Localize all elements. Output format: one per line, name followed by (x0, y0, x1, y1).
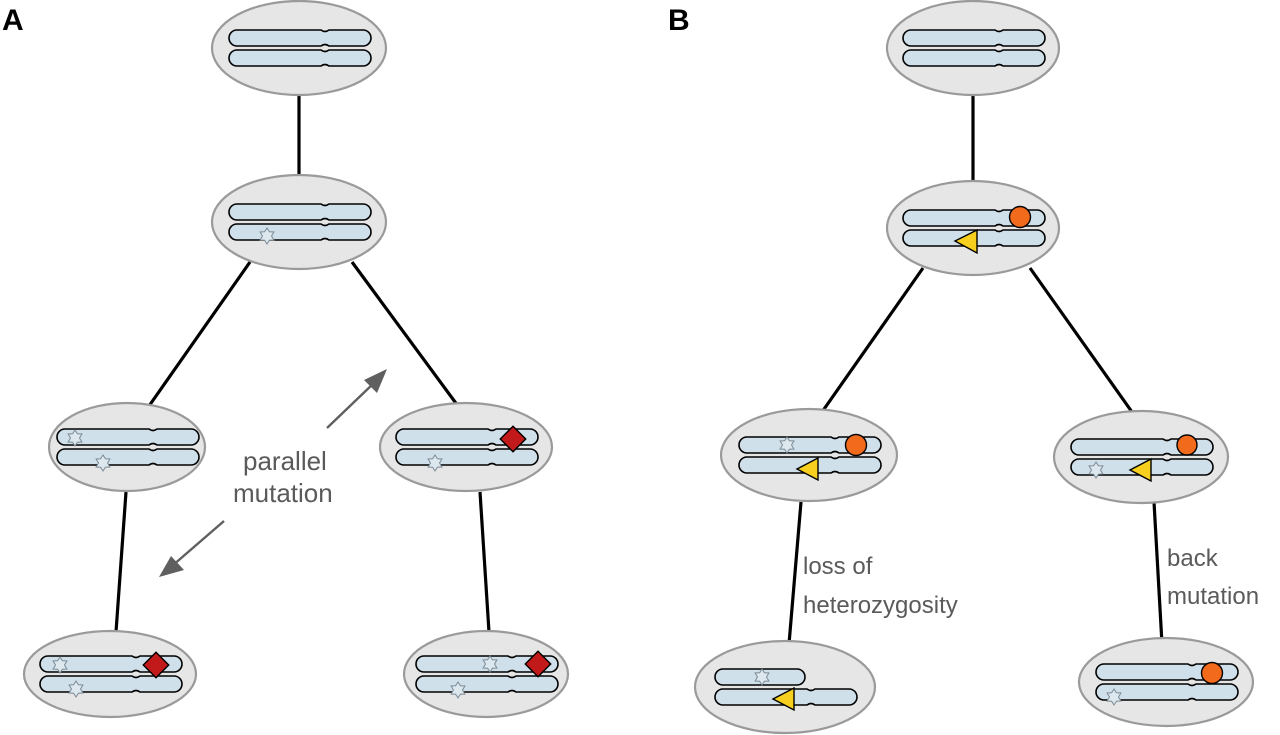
circle-mutation-icon (1008, 205, 1032, 229)
edge-b-right-leaf (1152, 501, 1164, 645)
edge-a-right-leaf (478, 491, 491, 633)
cell-b-left (719, 407, 899, 503)
diamond-mutation-icon (142, 651, 170, 679)
triangle-mutation-icon (1128, 457, 1152, 483)
cell-a-mid (210, 173, 388, 271)
triangle-mutation-icon (771, 686, 795, 712)
cell-a-left-leaf (22, 629, 198, 719)
cell-b-right (1052, 409, 1230, 505)
annotation-parallel: parallel (243, 446, 327, 476)
cell-a-right (378, 401, 554, 493)
cell-a-right-leaf (402, 629, 570, 719)
annotation-mutation: mutation (233, 478, 333, 508)
edge-a-right (350, 261, 460, 407)
diamond-mutation-icon (499, 425, 527, 453)
cell-b-right-leaf (1077, 636, 1255, 728)
parallel-arrow-up (326, 369, 387, 429)
triangle-mutation-icon (795, 456, 819, 482)
tree-edges-b (787, 95, 1164, 645)
edge-b-right (1028, 267, 1134, 413)
cell-b-left-leaf (693, 639, 877, 735)
panel-label-b: B (668, 4, 690, 37)
annotation-loss-of: loss of (803, 553, 873, 580)
cell-b-mid (885, 179, 1061, 277)
panel-label-a: A (2, 4, 24, 37)
tree-edges-a (114, 95, 491, 633)
circle-mutation-icon (1200, 661, 1224, 685)
diamond-mutation-icon (524, 650, 552, 678)
triangle-mutation-icon (953, 228, 978, 255)
edge-a-left-leaf (114, 491, 128, 633)
cell-a-left (47, 401, 207, 493)
cell-b-root (885, 0, 1061, 97)
circle-mutation-icon (844, 433, 868, 457)
annotation-back: back (1167, 545, 1219, 572)
cell-a-root (210, 0, 388, 97)
annotation-back-mutation: mutation (1167, 583, 1259, 610)
edge-b-left-leaf (787, 501, 803, 645)
edge-a-left (147, 261, 252, 407)
edge-b-left (820, 267, 925, 413)
parallel-arrow-down (159, 520, 225, 577)
circle-mutation-icon (1176, 434, 1198, 456)
annotation-heterozygosity: heterozygosity (803, 592, 958, 619)
